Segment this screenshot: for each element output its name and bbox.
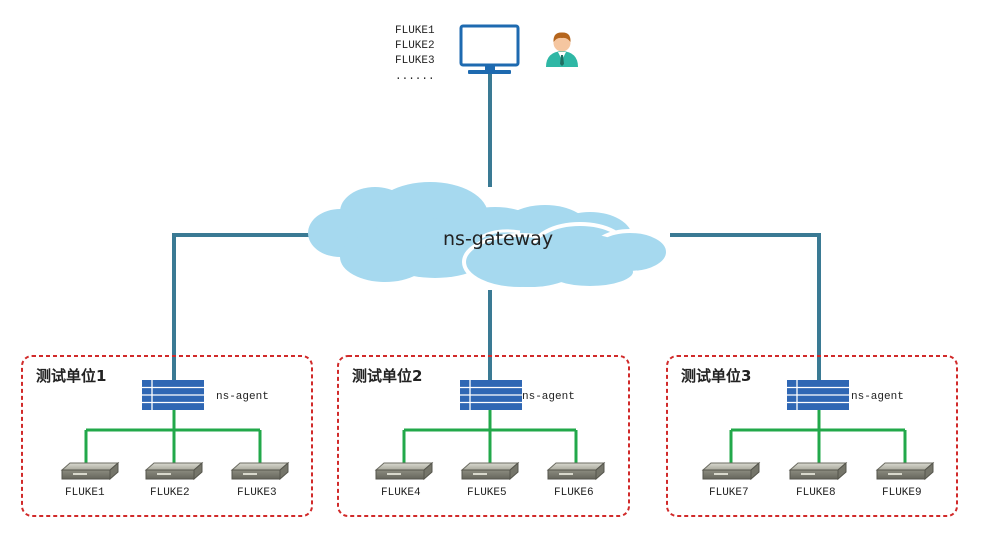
fluke-device-icon	[875, 461, 935, 481]
test-unit-3: 测试单位3 ns-agent FLUKE7	[666, 355, 958, 517]
fluke-device-icon	[701, 461, 761, 481]
fluke-label: FLUKE7	[709, 487, 749, 499]
fluke-device-icon	[230, 461, 290, 481]
unit-border	[666, 355, 958, 517]
local-links	[84, 410, 262, 465]
test-unit-2: 测试单位2 ns-agent FLUKE4	[337, 355, 630, 517]
test-unit-1: 测试单位1 ns-agent FLUKE1	[21, 355, 313, 517]
link-gateway-unit3	[670, 233, 821, 382]
client-device-item: FLUKE3	[395, 55, 435, 67]
fluke-label: FLUKE2	[150, 487, 190, 499]
fluke-label: FLUKE8	[796, 487, 836, 499]
local-links	[402, 410, 578, 465]
trunk-links	[172, 72, 821, 382]
fluke-device-icon	[60, 461, 120, 481]
unit-border	[21, 355, 313, 517]
fluke-label: FLUKE1	[65, 487, 105, 499]
gateway-label: ns-gateway	[443, 228, 553, 250]
user-icon	[546, 32, 578, 67]
monitor-icon	[459, 24, 520, 74]
unit-title: 测试单位3	[681, 367, 751, 385]
switch-icon	[460, 380, 522, 410]
unit-title: 测试单位2	[352, 367, 422, 385]
fluke-label: FLUKE5	[467, 487, 507, 499]
fluke-device-icon	[144, 461, 204, 481]
unit-title: 测试单位1	[36, 367, 106, 385]
client-device-item: FLUKE2	[395, 40, 435, 52]
fluke-device-icon	[788, 461, 848, 481]
fluke-label: FLUKE4	[381, 487, 421, 499]
fluke-label: FLUKE3	[237, 487, 277, 499]
cloud-icon	[308, 182, 670, 291]
agent-label: ns-agent	[216, 391, 269, 403]
fluke-label: FLUKE9	[882, 487, 922, 499]
fluke-device-icon	[374, 461, 434, 481]
fluke-label: FLUKE6	[554, 487, 594, 499]
unit-border	[337, 355, 630, 517]
link-gateway-unit1	[172, 233, 310, 382]
client-device-item: FLUKE1	[395, 25, 435, 37]
switch-icon	[142, 380, 204, 410]
fluke-device-icon	[460, 461, 520, 481]
client-device-ellipsis: ......	[395, 71, 435, 83]
agent-label: ns-agent	[522, 391, 575, 403]
switch-icon	[787, 380, 849, 410]
agent-label: ns-agent	[851, 391, 904, 403]
fluke-device-icon	[546, 461, 606, 481]
client-device-list: FLUKE1 FLUKE2 FLUKE3 ......	[395, 25, 435, 83]
local-links	[729, 410, 907, 465]
